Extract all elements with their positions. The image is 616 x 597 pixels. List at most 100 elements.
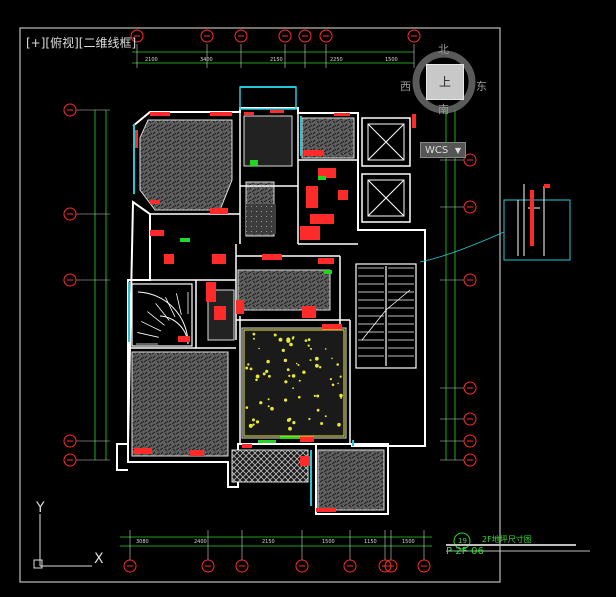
structural-mark-red: [322, 324, 342, 330]
viewcube-west-label[interactable]: 西: [400, 80, 411, 93]
floor-pattern-dot-yellow: [329, 378, 332, 381]
shaft-box-inner: [367, 123, 405, 161]
floor-pattern-dot-yellow: [319, 366, 322, 369]
fixture-mark-green: [258, 440, 276, 443]
floor-pattern-dot-yellow: [284, 380, 288, 384]
structural-mark-red: [262, 254, 282, 260]
floor-pattern-dot-yellow: [249, 367, 253, 371]
viewcube-top-face[interactable]: 上: [426, 64, 464, 100]
floor-pattern-dot-yellow: [288, 374, 291, 377]
structural-mark-red: [302, 306, 316, 318]
dimension-text-bottom: 2400: [194, 539, 207, 545]
structural-mark-red: [212, 254, 226, 264]
shaft-box-outer: [361, 173, 411, 223]
viewcube-south-label[interactable]: 南: [438, 103, 449, 116]
structural-mark-red: [412, 114, 416, 128]
axis-bubble-bottom: [343, 559, 357, 573]
floor-pattern-dot-yellow: [339, 393, 343, 398]
floor-pattern-dot-yellow: [265, 369, 269, 373]
floor-pattern-dot-yellow: [316, 394, 320, 398]
floor-pattern-dot-yellow: [253, 337, 255, 340]
room-bathroom-1: [243, 115, 293, 167]
detail-callout-box: [503, 199, 571, 261]
structural-mark-red: [338, 190, 348, 200]
viewport-controls-label[interactable]: [+][俯视][二维线框]: [26, 36, 137, 50]
floor-pattern-dot-yellow: [258, 347, 260, 350]
spiral-stair-outer-arc: [137, 291, 189, 345]
axis-bubble-right: [463, 453, 477, 467]
floor-pattern-dot-yellow: [266, 359, 270, 364]
floor-pattern-dot-yellow: [340, 396, 343, 399]
floor-pattern-dot-yellow: [331, 357, 333, 360]
floor-pattern-dot-yellow: [291, 374, 296, 378]
structural-mark-red: [133, 130, 138, 148]
spiral-stair-tread: [147, 311, 165, 326]
structural-mark-red: [236, 300, 244, 314]
structural-mark-red: [300, 436, 314, 442]
ucs-origin-box: [33, 559, 43, 569]
detail-callout-lines: [517, 184, 545, 256]
room-hall-floor: [246, 204, 276, 234]
axis-bubble-right: [463, 273, 477, 287]
spiral-stair-tread: [165, 296, 176, 318]
floor-pattern-dot-yellow: [281, 348, 285, 352]
floor-pattern-dot-yellow: [304, 339, 308, 342]
floor-pattern-dot-yellow: [314, 356, 319, 361]
floor-pattern-dot-yellow: [308, 417, 311, 421]
axis-bubble-top: [130, 29, 144, 43]
structural-mark-red: [318, 168, 336, 178]
structural-mark-red: [214, 306, 226, 320]
axis-bubble-bottom: [295, 559, 309, 573]
floor-pattern-dot-yellow: [292, 421, 296, 425]
floor-pattern-dot-yellow: [273, 333, 277, 337]
axis-bubble-left: [63, 453, 77, 467]
window-mark-cyan: [352, 440, 354, 446]
axis-bubble-bottom: [417, 559, 431, 573]
floor-pattern-dot-yellow: [331, 383, 335, 387]
drawing-title: 2F地坪尺寸图: [482, 535, 532, 544]
structural-mark-red: [306, 186, 318, 208]
floor-pattern-dot-yellow: [316, 408, 320, 412]
structural-mark-red: [334, 113, 350, 116]
structural-mark-red: [164, 254, 174, 264]
floor-pattern-dot-yellow: [286, 368, 290, 372]
dimension-text-top: 2150: [270, 57, 283, 63]
shaft-box-diagonal: [367, 123, 405, 161]
structural-mark-red: [210, 112, 232, 116]
floor-pattern-dot-yellow: [267, 398, 270, 401]
axis-bubble-right: [463, 434, 477, 448]
floor-pattern-dot-yellow: [286, 418, 291, 422]
structural-mark-red: [178, 336, 190, 342]
floor-pattern-dot-yellow: [292, 387, 294, 389]
floor-pattern-dot-yellow: [307, 344, 310, 347]
structural-mark-red: [316, 508, 336, 512]
axis-bubble-bottom: [235, 559, 249, 573]
floor-pattern-dot-yellow: [283, 358, 288, 363]
structural-mark-red: [150, 230, 164, 236]
floor-pattern-dot-yellow: [297, 364, 300, 366]
floor-pattern-dot-yellow: [313, 394, 316, 397]
axis-bubble-bottom: [384, 559, 398, 573]
axis-bubble-left: [63, 434, 77, 448]
fixture-mark-green: [250, 160, 258, 166]
floor-pattern-dot-yellow: [337, 422, 341, 427]
floor-pattern-dot-yellow: [286, 337, 291, 342]
floor-pattern-dot-yellow: [267, 405, 270, 408]
structural-mark-red: [300, 456, 312, 466]
room-living-floor: [241, 327, 347, 439]
viewcube-north-label[interactable]: 北: [438, 43, 449, 56]
structural-mark-red: [310, 214, 334, 224]
detail-number: 19: [458, 537, 467, 545]
floor-pattern-dot-yellow: [324, 348, 327, 350]
axis-bubble-top: [319, 29, 333, 43]
floor-pattern-dot-yellow: [247, 363, 250, 366]
shaft-box-outer: [361, 117, 411, 167]
wcs-menu-button[interactable]: WCS ▼: [420, 142, 466, 158]
floor-pattern-dot-yellow: [310, 347, 312, 350]
floor-pattern-dot-yellow: [270, 406, 274, 411]
structural-mark-red: [304, 150, 324, 156]
fixture-mark-green: [180, 238, 190, 242]
viewcube-east-label[interactable]: 东: [476, 80, 487, 93]
